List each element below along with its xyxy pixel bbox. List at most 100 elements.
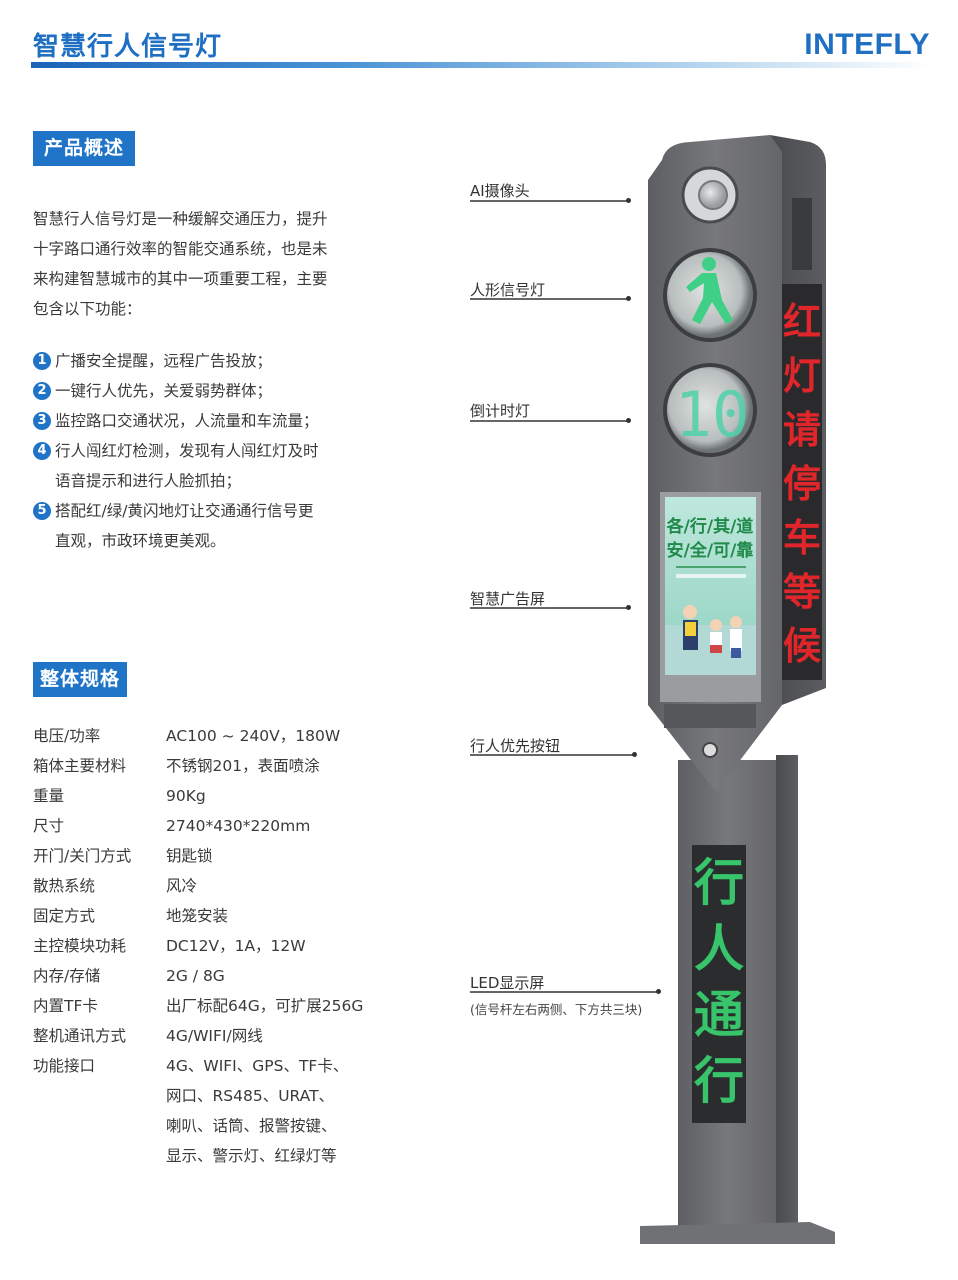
walking-person-icon <box>686 257 733 324</box>
spec-label: 整机通讯方式 <box>33 1027 127 1045</box>
paragraph-line: 包含以下功能： <box>33 300 142 318</box>
callout-line <box>470 607 628 609</box>
feature-text: 直观，市政环境更美观。 <box>55 532 226 550</box>
spec-row: 开门/关门方式钥匙锁 <box>33 841 363 871</box>
led-character: 车 <box>783 516 821 560</box>
spec-row: 功能接口 4G、WIFI、GPS、TF卡、网口、RS485、URAT、喇叭、话筒、… <box>33 1051 363 1171</box>
spec-label: 重量 <box>33 787 65 805</box>
overview-heading: 产品概述 <box>33 131 136 166</box>
spec-value-line: 风冷 <box>166 877 198 895</box>
spec-value-line: 90Kg <box>166 787 206 805</box>
ad-illustration <box>665 605 756 675</box>
spec-value: 钥匙锁 <box>166 841 213 871</box>
spec-value-line: 出厂标配64G，可扩展256G <box>166 997 364 1015</box>
callout-dot <box>626 198 631 203</box>
spec-row: 散热系统风冷 <box>33 871 363 901</box>
pole-led-text: 行人通行 <box>694 854 744 1110</box>
spec-label: 内置TF卡 <box>33 997 98 1015</box>
callout-camera: AI摄像头 <box>470 182 530 200</box>
spec-label: 内存/存储 <box>33 967 101 985</box>
callout-line <box>470 420 628 422</box>
spec-label: 电压/功率 <box>33 727 101 745</box>
callout-line <box>470 200 628 202</box>
spec-value-line: 4G、WIFI、GPS、TF卡、 <box>166 1057 349 1075</box>
overview-paragraph: 智慧行人信号灯是一种缓解交通压力，提升 十字路口通行效率的智能交通系统，也是未 … <box>33 204 353 324</box>
spec-row: 内置TF卡 出厂标配64G，可扩展256G <box>33 991 363 1021</box>
feature-text: 行人闯红灯检测，发现有人闯红灯及时 <box>55 442 319 460</box>
led-character: 候 <box>783 624 821 668</box>
spec-value-line: 喇叭、话筒、报警按键、 <box>166 1117 337 1135</box>
spec-value-line: 显示、警示灯、红绿灯等 <box>166 1147 337 1165</box>
header-divider <box>31 62 931 68</box>
number-badge: 5 <box>33 502 51 520</box>
pole-led-panel <box>692 845 746 1123</box>
spec-row: 整机通讯方式 4G/WIFI/网线 <box>33 1021 363 1051</box>
callout-led-note: (信号杆左右两侧、下方共三块) <box>470 1002 643 1017</box>
spec-value-line: DC12V，1A，12W <box>166 937 306 955</box>
led-character: 停 <box>783 462 821 506</box>
spec-row: 固定方式 地笼安装 <box>33 901 363 931</box>
number-badge: 2 <box>33 382 51 400</box>
spec-value: 4G、WIFI、GPS、TF卡、网口、RS485、URAT、喇叭、话筒、报警按键… <box>166 1051 348 1171</box>
spec-value-line: AC100 ~ 240V，180W <box>166 727 341 745</box>
brand-logo: INTEFLY <box>804 28 930 61</box>
spec-value: 出厂标配64G，可扩展256G <box>166 991 363 1021</box>
pole-stem <box>640 755 835 1244</box>
callout-line <box>470 991 658 993</box>
spec-value: 地笼安装 <box>166 901 228 931</box>
spec-value: AC100 ~ 240V，180W <box>166 721 340 751</box>
paragraph-line: 来构建智慧城市的其中一项重要工程，主要 <box>33 270 328 288</box>
callout-countdown: 倒计时灯 <box>470 402 531 420</box>
callout-dot <box>626 605 631 610</box>
callout-led-screen: LED显示屏 <box>470 974 545 992</box>
spec-value: 2740*430*220mm <box>166 811 310 841</box>
spec-row: 箱体主要材料 不锈钢201，表面喷涂 <box>33 751 363 781</box>
priority-button-icon <box>702 742 718 758</box>
number-badge: 4 <box>33 442 51 460</box>
spec-row: 重量 90Kg <box>33 781 363 811</box>
page-title: 智慧行人信号灯 <box>33 32 223 62</box>
spec-label: 箱体主要材料 <box>33 757 127 775</box>
spec-value: DC12V，1A，12W <box>166 931 306 961</box>
ad-text-line: 各/行/其/道 <box>666 516 754 537</box>
spec-value: 4G/WIFI/网线 <box>166 1021 263 1051</box>
led-character: 灯 <box>783 354 821 398</box>
callout-dot <box>626 296 631 301</box>
callout-dot <box>626 418 631 423</box>
feature-text: 广播安全提醒，远程广告投放； <box>55 352 273 370</box>
led-character: 红 <box>783 300 821 344</box>
callout-dot <box>632 752 637 757</box>
specs-heading: 整体规格 <box>33 662 128 697</box>
feature-text: 搭配红/绿/黄闪地灯让交通通行信号更 <box>55 502 314 520</box>
signal-head: 10 各/行/其/道 安/全/可/靠 <box>648 135 826 792</box>
callout-line <box>470 298 628 300</box>
spec-label: 功能接口 <box>33 1057 96 1075</box>
number-badge: 3 <box>33 412 51 430</box>
spec-value-line: 网口、RS485、URAT、 <box>166 1087 335 1105</box>
countdown-value: 10 <box>675 378 750 451</box>
paragraph-line: 智慧行人信号灯是一种缓解交通压力，提升 <box>33 210 328 228</box>
pole-base <box>640 1222 835 1244</box>
callout-line <box>470 754 634 756</box>
side-led-panel <box>782 284 822 680</box>
spec-value: 不锈钢201，表面喷涂 <box>166 751 320 781</box>
callout-dot <box>656 989 661 994</box>
callout-priority-button: 行人优先按钮 <box>470 737 561 755</box>
spec-label: 固定方式 <box>33 907 96 925</box>
ad-text-line: 安/全/可/靠 <box>667 540 754 561</box>
speaker-grille <box>664 704 756 728</box>
callout-ad-screen: 智慧广告屏 <box>470 590 546 608</box>
countdown-light-icon <box>663 363 757 457</box>
paragraph-line: 十字路口通行效率的智能交通系统，也是未 <box>33 240 328 258</box>
